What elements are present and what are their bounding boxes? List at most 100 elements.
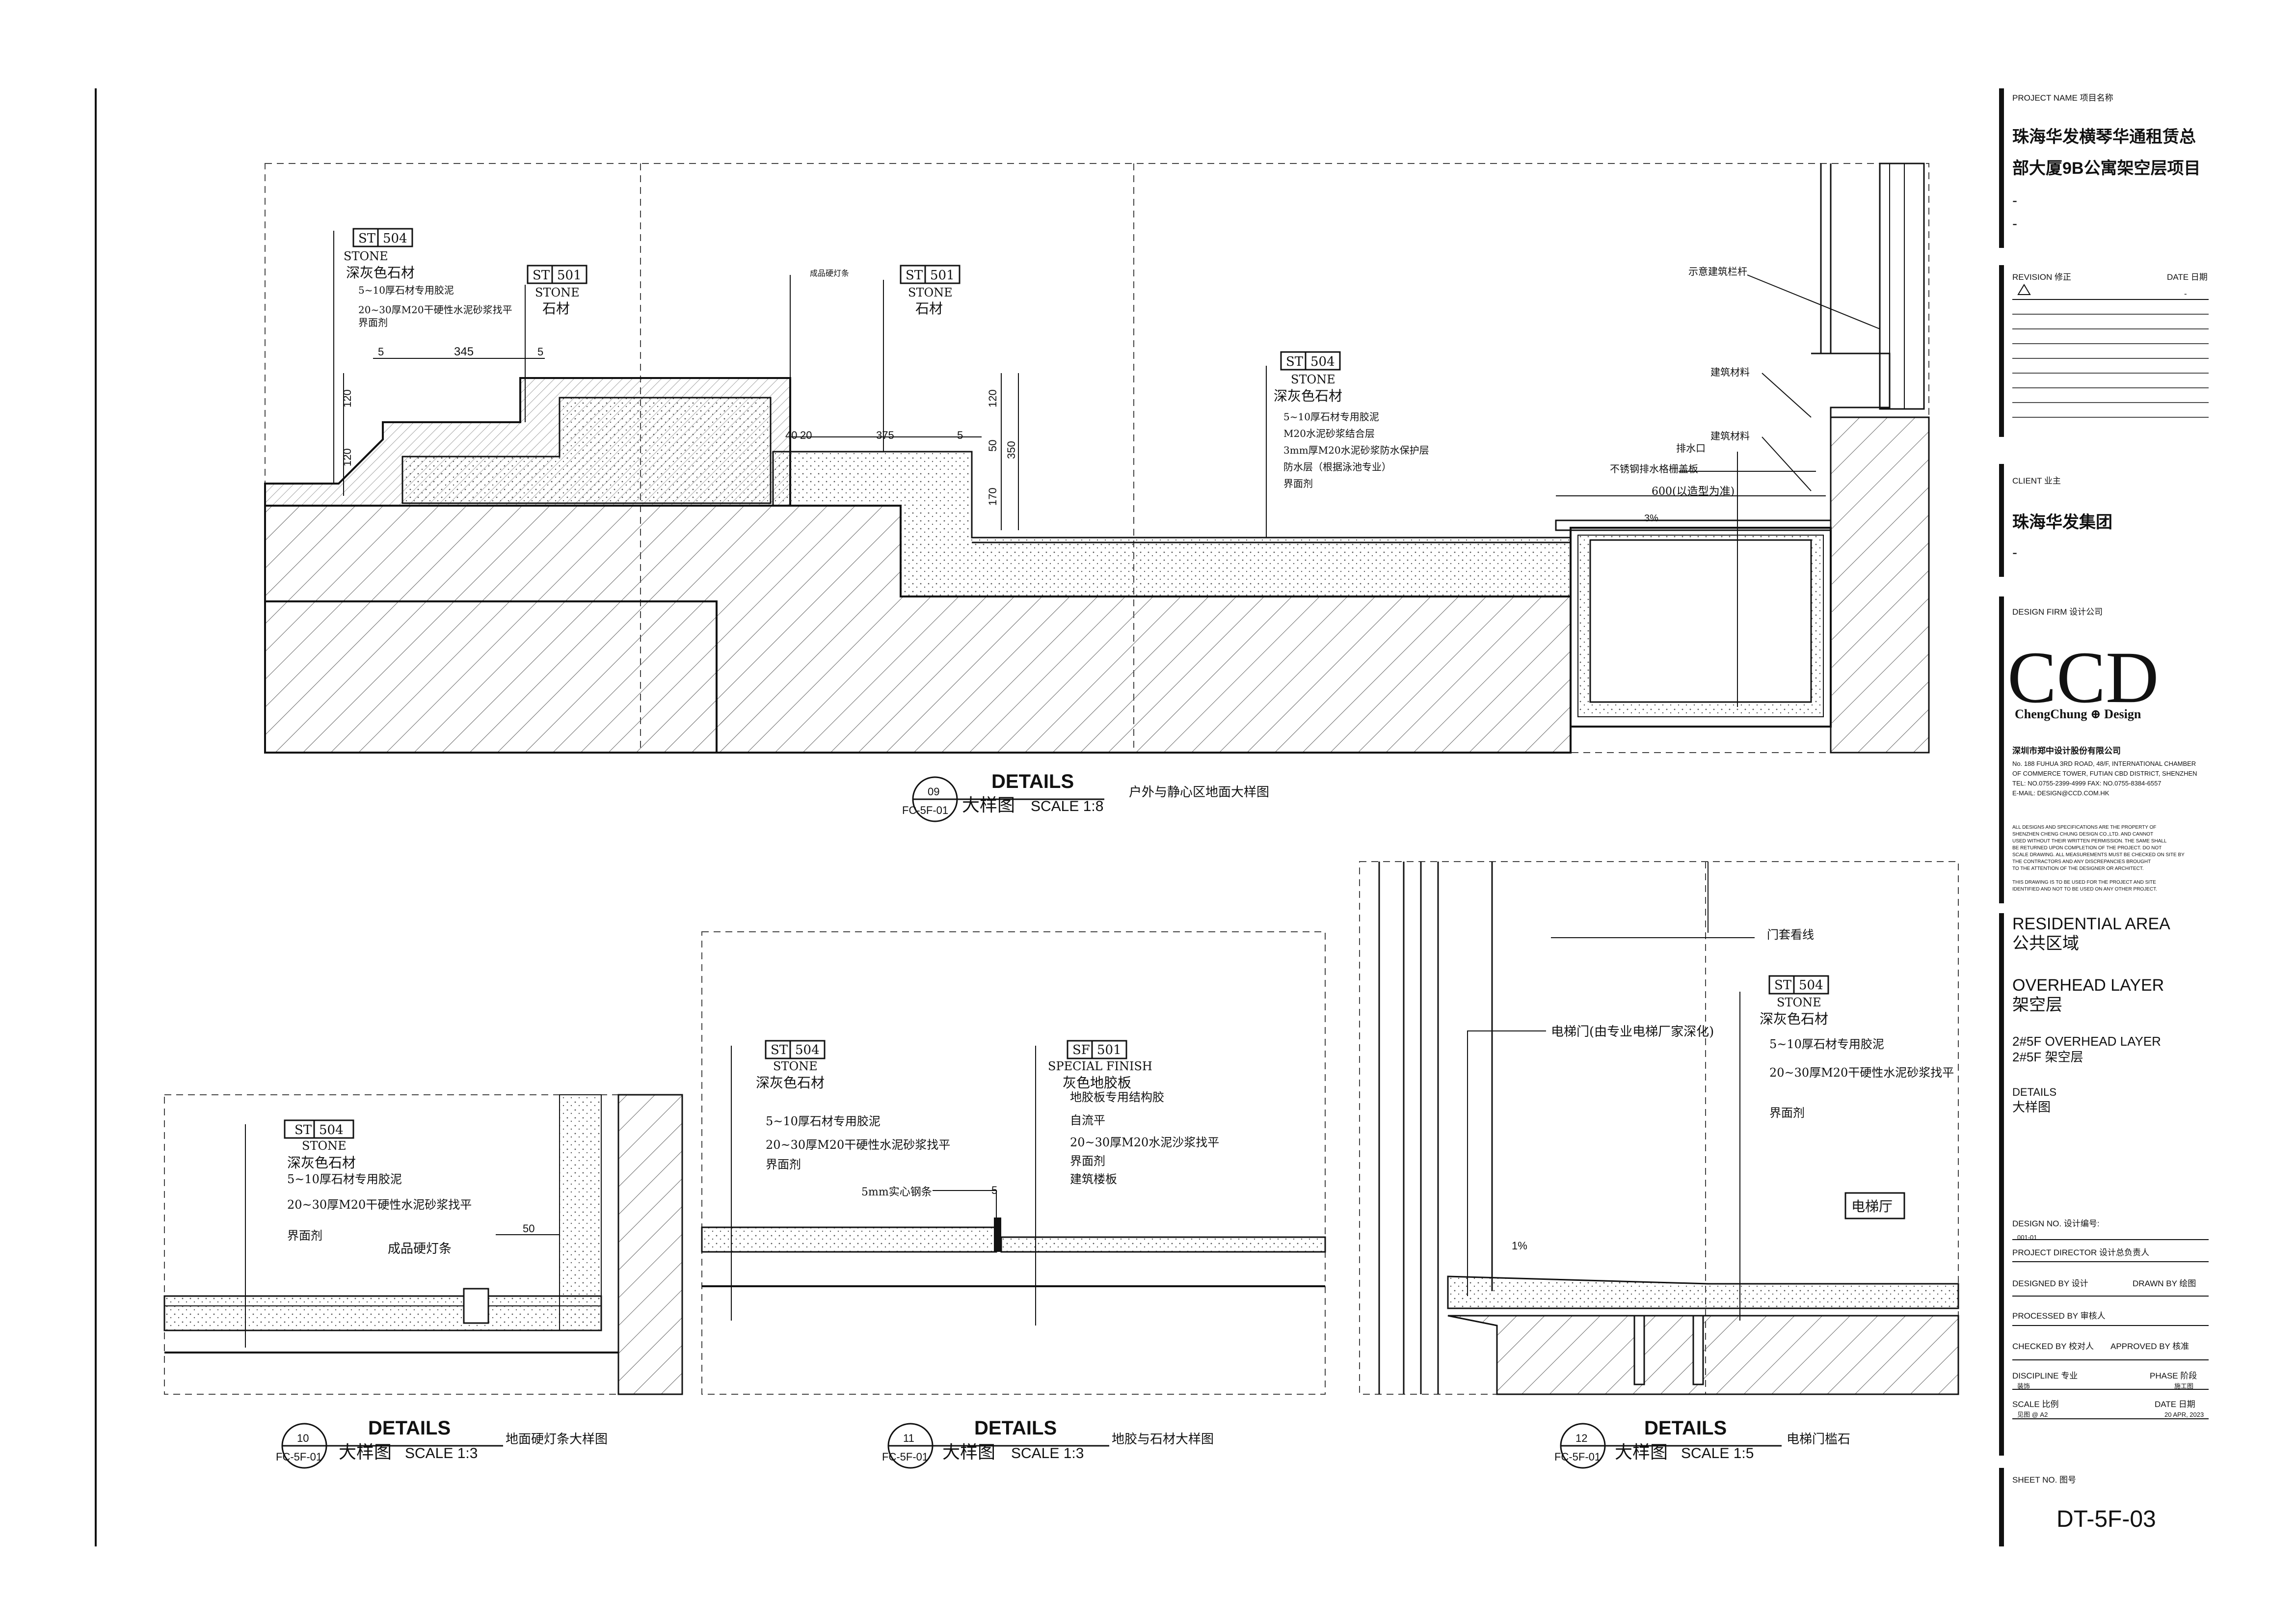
d09-dark-grey: 深灰色石材 xyxy=(346,265,415,281)
d10-tag-504: 504 xyxy=(319,1123,344,1137)
detail-12-labels: 门套看线 电梯门(由专业电梯厂家深化) ST 504 STONE 深灰色石材 5… xyxy=(1512,928,1954,1463)
designed-by-label: DESIGNED BY 设计 xyxy=(2012,1279,2088,1288)
d09-finished-strip: 成品硬灯条 xyxy=(810,269,849,278)
d09-stone-cn-b: 石材 xyxy=(915,300,943,317)
d09-tag-st501: ST xyxy=(533,268,550,283)
project-dash2: - xyxy=(2012,216,2017,232)
disclaimer-5: THE CONTRACTORS AND ANY DISCREPANCIES BR… xyxy=(2012,859,2151,865)
d12-hall: 电梯厅 xyxy=(1851,1198,1893,1215)
d10-strip: 成品硬灯条 xyxy=(388,1242,452,1256)
detail-09-labels: ST 504 STONE 深灰色石材 5~10厚石材专用胶泥 20~30厚M20… xyxy=(341,231,1750,816)
project-director-label: PROJECT DIRECTOR 设计总负责人 xyxy=(2012,1248,2149,1257)
d12-tag-504: 504 xyxy=(1799,978,1823,993)
date-value: 20 APR, 2023 xyxy=(2164,1411,2204,1418)
d12-subtitle: 大样图 xyxy=(1615,1442,1668,1462)
d11-v1: 地胶板专用结构胶 xyxy=(1070,1090,1164,1104)
d11-dim-5: 5 xyxy=(991,1184,997,1196)
d09-note2: 20~30厚M20干硬性水泥砂浆找平 xyxy=(358,304,512,316)
d09-dim-120a: 120 xyxy=(341,389,353,407)
d10-name: 地面硬灯条大样图 xyxy=(506,1432,608,1447)
d11-name: 地胶与石材大样图 xyxy=(1112,1432,1214,1447)
sheet-no-label: SHEET NO. 图号 xyxy=(2012,1475,2076,1485)
detail-10-title-mark xyxy=(281,1423,503,1469)
d10-note2: 20~30厚M20干硬性水泥砂浆找平 xyxy=(287,1198,472,1212)
d12-ref: FC-5F-01 xyxy=(1554,1451,1601,1463)
area-en: RESIDENTIAL AREA xyxy=(2012,915,2170,933)
d12-door-line: 门套看线 xyxy=(1767,928,1814,942)
project-name-line1: 珠海华发横琴华通租赁总 xyxy=(2012,128,2196,146)
d11-stone: STONE xyxy=(773,1059,818,1073)
d11-number: 11 xyxy=(903,1432,914,1444)
client-dash: - xyxy=(2012,544,2017,561)
title-block-frame xyxy=(1999,88,2209,1546)
d11-special: SPECIAL FINISH xyxy=(1048,1059,1152,1073)
d10-title: DETAILS xyxy=(368,1417,451,1439)
project-name-line2: 部大厦9B公寓架空层项目 xyxy=(2012,159,2200,178)
d09-tag-st501b: ST xyxy=(906,268,923,283)
d10-dark-grey: 深灰色石材 xyxy=(287,1155,356,1171)
design-firm-label: DESIGN FIRM 设计公司 xyxy=(2012,607,2103,617)
d09-dim-345: 345 xyxy=(454,345,474,358)
d09-number: 09 xyxy=(928,785,939,798)
detail-09-title-mark xyxy=(912,776,1104,822)
d09-title: DETAILS xyxy=(991,771,1074,792)
d11-steel: 5mm实心钢条 xyxy=(861,1186,932,1198)
layer-en: OVERHEAD LAYER xyxy=(2012,976,2164,995)
d12-scale: SCALE 1:5 xyxy=(1681,1445,1754,1462)
d09-dim-120c: 120 xyxy=(987,389,999,407)
disclaimer-7: THIS DRAWING IS TO BE USED FOR THE PROJE… xyxy=(2012,880,2156,885)
phase-label: PHASE 阶段 xyxy=(2150,1371,2197,1380)
d09-building-mat1: 建筑材料 xyxy=(1710,366,1750,378)
d11-title: DETAILS xyxy=(974,1417,1057,1439)
disclaimer-6: TO THE ATTENTION OF THE DESIGNER OR ARCH… xyxy=(2012,866,2144,871)
d09-tag-501: 501 xyxy=(557,268,582,283)
d09-tag-st504: ST xyxy=(358,231,376,246)
approved-by-label: APPROVED BY 核准 xyxy=(2110,1342,2189,1351)
disclaimer-0: ALL DESIGNS AND SPECIFICATIONS ARE THE P… xyxy=(2012,825,2156,830)
sheet-no: DT-5F-03 xyxy=(2056,1506,2156,1532)
d09-tag-501b: 501 xyxy=(930,268,955,283)
detail-12-title-mark xyxy=(1560,1423,1782,1469)
d10-stone: STONE xyxy=(302,1139,347,1153)
drawing-en: DETAILS xyxy=(2012,1086,2056,1098)
d09-note-c: 3mm厚M20水泥砂浆防水保护层 xyxy=(1283,444,1429,456)
revision-triangle-icon xyxy=(2017,284,2031,295)
d09-tag-st504b: ST xyxy=(1286,354,1304,369)
d09-stone2b: STONE xyxy=(908,286,953,299)
d11-note3: 界面剂 xyxy=(766,1158,801,1171)
d11-vinyl: 灰色地胶板 xyxy=(1063,1075,1131,1091)
d12-stone: STONE xyxy=(1777,996,1821,1009)
drawn-by-label: DRAWN BY 绘图 xyxy=(2133,1279,2196,1288)
d11-dark-grey: 深灰色石材 xyxy=(756,1075,825,1091)
d12-number: 12 xyxy=(1575,1432,1587,1444)
d09-note-a: 5~10厚石材专用胶泥 xyxy=(1283,411,1379,423)
drawing-cn: 大样图 xyxy=(2012,1100,2051,1114)
disclaimer-3: BE RETURNED UPON COMPLETION OF THE PROJE… xyxy=(2012,845,2162,851)
detail-12 xyxy=(1359,861,1959,1395)
design-no: 001-01 xyxy=(2017,1234,2037,1241)
d10-number: 10 xyxy=(297,1432,309,1444)
d09-subtitle: 大样图 xyxy=(962,795,1015,815)
d09-dim-40: 40 xyxy=(785,429,797,441)
d11-v4: 界面剂 xyxy=(1070,1154,1105,1168)
d12-elevator-door: 电梯门(由专业电梯厂家深化) xyxy=(1551,1025,1714,1039)
d11-v5: 建筑楼板 xyxy=(1070,1172,1117,1186)
firm-address2: OF COMMERCE TOWER, FUTIAN CBD DISTRICT, … xyxy=(2012,770,2197,777)
discipline: 装饰 xyxy=(2017,1382,2030,1390)
d09-dim-5b: 5 xyxy=(537,346,543,358)
d09-dark-grey2: 深灰色石材 xyxy=(1274,388,1342,404)
d12-tag-st: ST xyxy=(1774,978,1792,993)
detail-11 xyxy=(701,931,1326,1395)
d09-stone-cn: 石材 xyxy=(542,300,570,317)
d10-note1: 5~10厚石材专用胶泥 xyxy=(287,1172,402,1186)
d09-stone3: STONE xyxy=(1291,373,1335,386)
d12-note1: 5~10厚石材专用胶泥 xyxy=(1769,1037,1884,1051)
d10-scale: SCALE 1:3 xyxy=(405,1445,478,1462)
d09-dim-20: 20 xyxy=(800,429,812,441)
processed-by-label: PROCESSED BY 审核人 xyxy=(2012,1311,2106,1321)
d09-scale: SCALE 1:8 xyxy=(1031,798,1103,814)
d09-dim-5c: 5 xyxy=(957,429,963,441)
project-name-label: PROJECT NAME 项目名称 xyxy=(2012,93,2113,103)
area-cn: 公共区域 xyxy=(2012,934,2079,953)
